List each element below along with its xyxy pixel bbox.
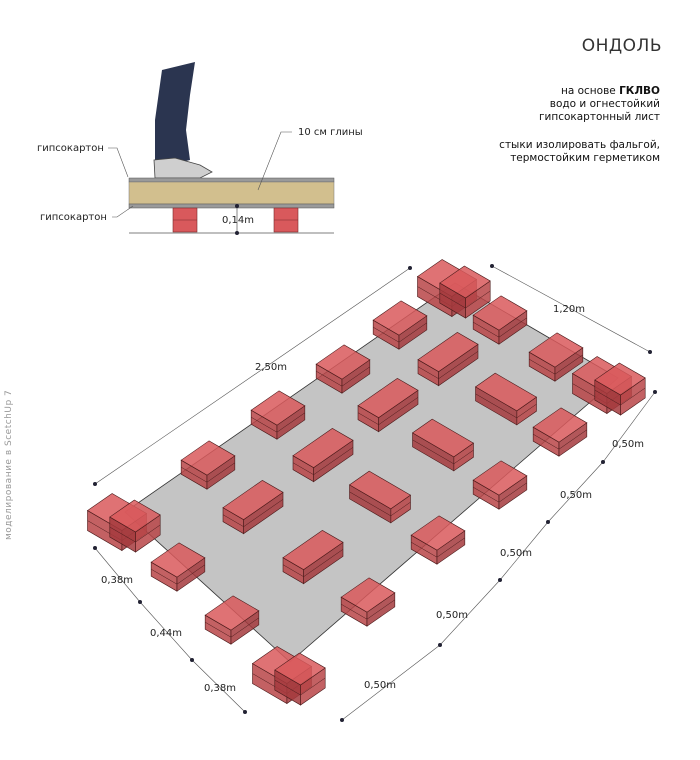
brick (439, 265, 491, 319)
width-dim: 1,20m (553, 304, 585, 315)
note-line: гипсокартонный лист (539, 111, 660, 123)
brick (417, 331, 479, 387)
label-bottom-board: гипсокартон (40, 212, 107, 223)
brick (357, 377, 419, 433)
brick (372, 300, 428, 350)
brick (222, 479, 284, 535)
cross-section: 0,14m гипсокартон гипсокартон 10 см глин… (37, 62, 363, 235)
brick (474, 372, 538, 426)
note-line: водо и огнестойкий (549, 98, 660, 110)
brick (410, 515, 466, 565)
right-dim: 0,50m (560, 490, 592, 501)
brick (315, 344, 371, 394)
bottom-board (128, 203, 335, 209)
note-line: термостойким герметиком (510, 152, 660, 164)
top-board (128, 177, 335, 183)
brick (150, 542, 206, 592)
brick (594, 362, 646, 416)
brick (472, 460, 528, 510)
brick (109, 499, 161, 553)
brick (411, 418, 475, 472)
person-legs (155, 62, 195, 165)
plan-view: 2,50m 1,20m 0,50m 0,50m 0,50m 0,50m 0,50… (86, 259, 657, 722)
clay-layer (128, 181, 335, 205)
left-dim: 0,38m (101, 575, 133, 586)
left-dim: 0,44m (150, 628, 182, 639)
brick (348, 470, 412, 524)
joint-note: стыки изолировать фальгой, термостойким … (499, 139, 660, 165)
height-dim: 0,14m (222, 215, 254, 226)
brick (292, 427, 354, 483)
note-line: на основе (560, 85, 620, 97)
brick (528, 332, 584, 382)
note-material: ГКЛВО (619, 85, 660, 97)
note-line: стыки изолировать фальгой, (499, 139, 660, 151)
material-note: на основе ГКЛВО водо и огнестойкий гипсо… (539, 85, 660, 124)
brick (472, 295, 528, 345)
right-dim: 0,50m (612, 439, 644, 450)
title: ОНДОЛЬ (581, 36, 662, 56)
brick (204, 595, 260, 645)
brick (532, 407, 588, 457)
brick (250, 390, 306, 440)
right-dim: 0,50m (500, 548, 532, 559)
length-dim: 2,50m (255, 362, 287, 373)
brick (282, 529, 344, 585)
right-dim: 0,50m (364, 680, 396, 691)
brick (340, 577, 396, 627)
label-top-board: гипсокартон (37, 143, 104, 154)
brick (180, 440, 236, 490)
shoe (153, 157, 213, 179)
brick (274, 652, 326, 706)
right-dim: 0,50m (436, 610, 468, 621)
left-dim: 0,38m (204, 683, 236, 694)
label-clay: 10 см глины (298, 127, 363, 138)
